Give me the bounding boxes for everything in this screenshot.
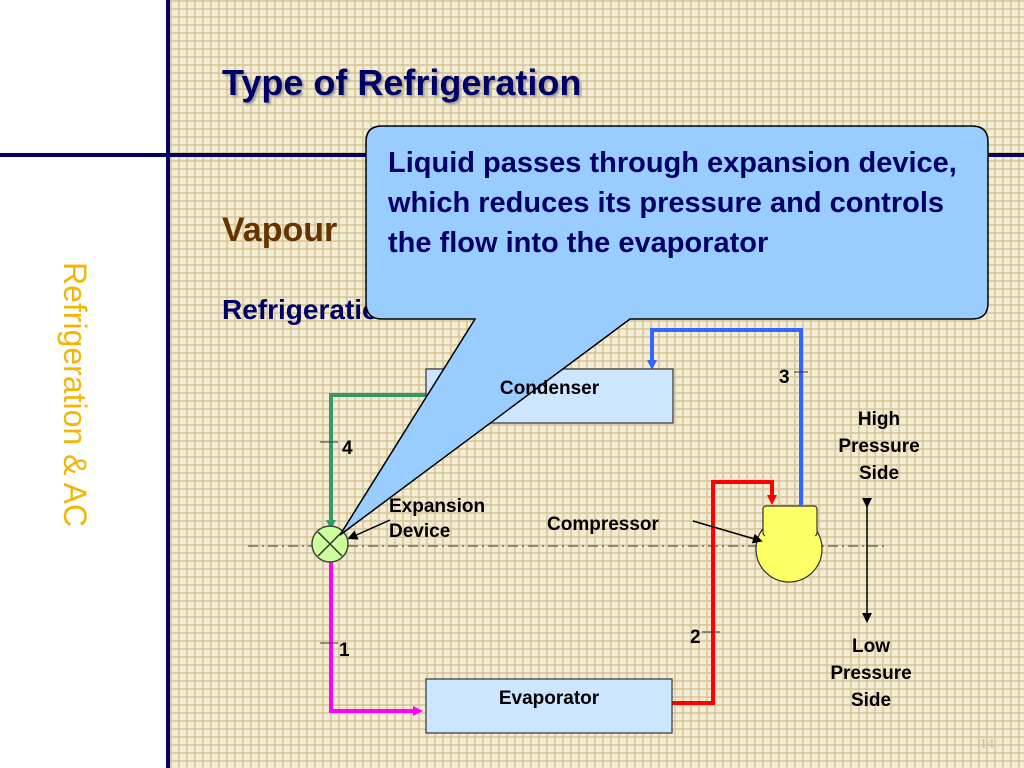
low-pressure-side-label: Low Pressure Side: [830, 636, 912, 711]
point-2-label: 2: [690, 627, 701, 648]
expansion-pointer: [347, 519, 391, 540]
evaporator-box: [425, 678, 673, 734]
slide-title: Type of Refrigeration: [222, 62, 582, 103]
callout-bubble: [339, 125, 989, 536]
vertical-divider: [166, 0, 170, 768]
point-4-label: 4: [342, 438, 353, 459]
pipe-expansion-to-evaporator: [329, 560, 423, 716]
compressor-label: Compressor: [547, 514, 659, 535]
expansion-device-label: Expansion Device: [389, 496, 486, 542]
point-1-label: 1: [339, 640, 350, 661]
pipe-liquid-line: [326, 393, 426, 530]
condenser-label: Condenser: [499, 378, 600, 399]
high-pressure-side-label: High Pressure Side: [838, 409, 920, 484]
evaporator-label: Evaporator: [498, 688, 600, 709]
callout-text: Liquid passes through expansion device, …: [388, 147, 957, 259]
slide-subtitle: Vapour: [222, 211, 338, 249]
sidebar: [0, 0, 166, 768]
compressor-pointer: [692, 520, 763, 544]
point-3-label: 3: [779, 367, 790, 388]
sidebar-title: Refrigeration & AC: [57, 262, 93, 528]
pipe-suction-line: [672, 480, 777, 705]
pipe-discharge-line: [647, 328, 803, 505]
page-number: 14: [980, 737, 994, 752]
